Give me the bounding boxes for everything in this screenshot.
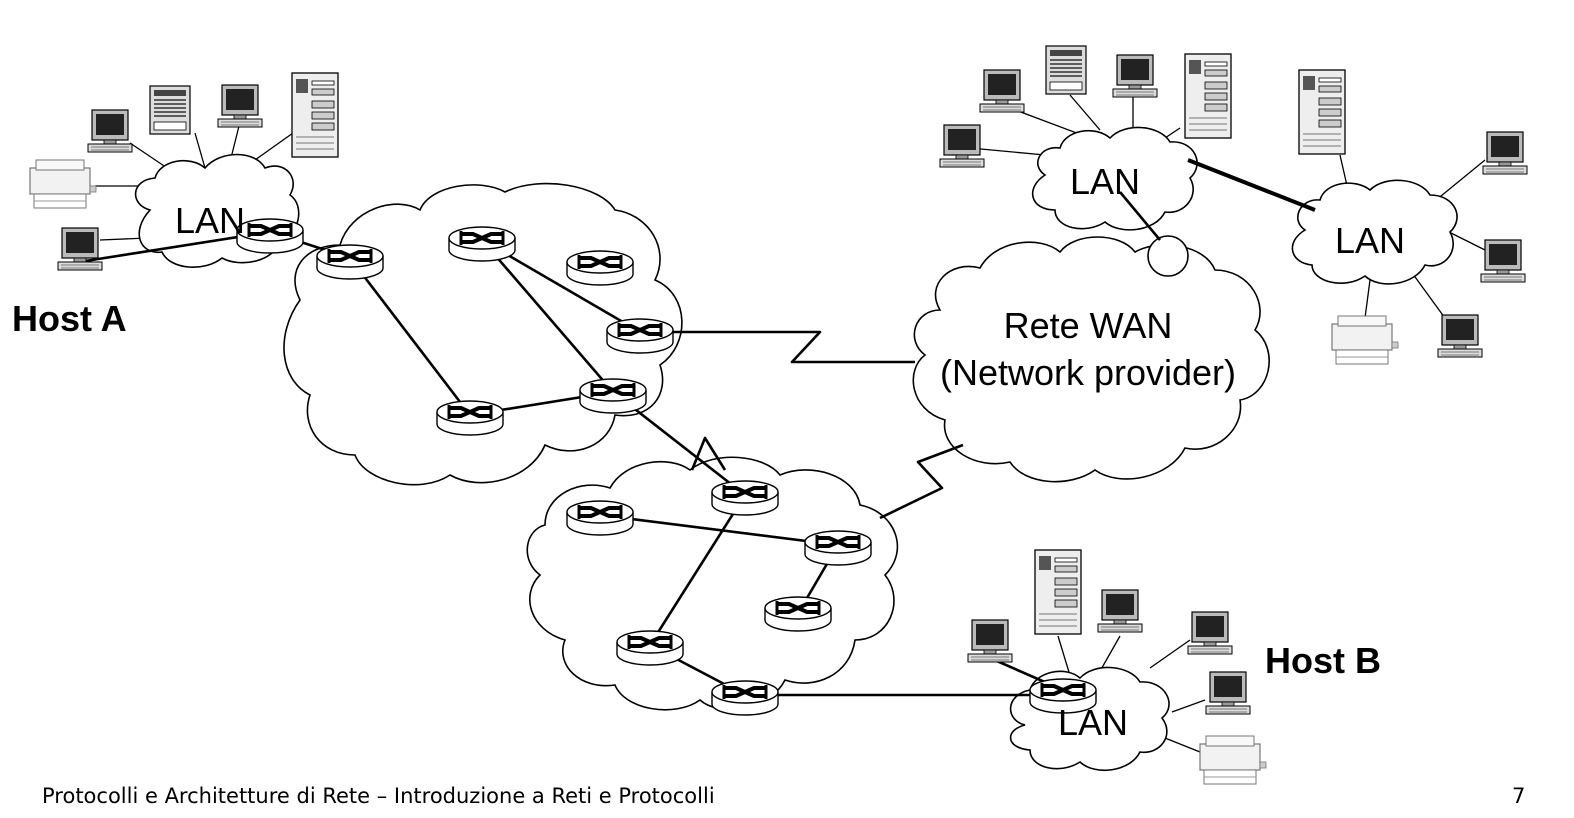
router-icon: [710, 479, 780, 517]
serial-link-wan-bottom: [879, 443, 964, 520]
router-icon: [803, 529, 873, 567]
workstation-icon: [1045, 45, 1087, 95]
lan-tr1-link: [1069, 94, 1101, 131]
link-hosta-router: [59, 230, 271, 267]
server-tower-icon: [1184, 53, 1232, 139]
lan-br-link: [1164, 737, 1201, 753]
printer-icon: [1199, 735, 1267, 785]
serial-link-wan: [640, 330, 915, 364]
lan-tr1-link: [1164, 127, 1181, 139]
host-a-label: Host A: [12, 298, 127, 339]
router-icon: [710, 679, 780, 717]
server-tower-icon: [1298, 69, 1346, 155]
server-tower-icon: [1034, 549, 1082, 635]
host-b-label: Host B: [1265, 640, 1381, 681]
lan-cloud-top-right-1: [1031, 126, 1198, 231]
lan-br-link: [1149, 639, 1191, 669]
footer-title: Protocolli e Architetture di Rete – Intr…: [42, 784, 715, 808]
lan-label: LAN: [1335, 220, 1405, 261]
workstation-icon: [1112, 54, 1158, 98]
printer-icon: [29, 159, 97, 209]
workstation-icon: [1205, 671, 1251, 715]
workstation-icon: [1187, 611, 1233, 655]
link-lan-lan: [1187, 158, 1316, 212]
workstation-icon: [979, 69, 1025, 113]
lan-br-link: [1171, 699, 1206, 713]
router-icon: [763, 595, 833, 633]
lan-tr2-link: [1364, 279, 1371, 319]
workstation-icon: [57, 227, 103, 271]
workstation-icon: [1482, 131, 1528, 175]
network-clouds: [134, 126, 1458, 771]
wan-label-line1: Rete WAN: [1004, 305, 1173, 346]
host-links: [95, 94, 1486, 753]
router-icon: [605, 317, 675, 355]
router-icon: [315, 243, 385, 281]
serial-link-core: [690, 436, 727, 471]
printer-icon: [1331, 315, 1399, 365]
link: [481, 239, 614, 393]
lan-tr1-link: [969, 147, 1046, 156]
link: [648, 494, 747, 646]
lan-tl-link: [194, 132, 206, 169]
workstation-icon: [1437, 314, 1483, 358]
lan-label: LAN: [175, 200, 245, 241]
lan-label: LAN: [1070, 161, 1140, 202]
lan-label: LAN: [1058, 702, 1128, 743]
router-icon: [615, 629, 685, 667]
workstation-icon: [939, 124, 985, 168]
link: [599, 513, 839, 547]
link-lan-wan: [1119, 191, 1161, 241]
workstation-icon: [1480, 239, 1526, 283]
lan-tr2-link: [1444, 229, 1486, 251]
router-icon: [447, 225, 517, 263]
workstation-icon: [87, 109, 133, 153]
workstation-icon: [149, 85, 191, 135]
router-icon: [435, 399, 505, 437]
page-number: 7: [1512, 784, 1526, 808]
workstation-icon: [967, 619, 1013, 663]
link: [348, 257, 472, 416]
router-icon: [235, 217, 305, 255]
lan-cloud-top-right-2: [1291, 179, 1458, 285]
router-icon: [565, 249, 635, 287]
server-tower-icon: [291, 72, 339, 158]
wan-cloud-bubble: [1147, 235, 1189, 277]
workstation-icon: [1097, 589, 1143, 633]
wan-label-line2: (Network provider): [940, 352, 1236, 393]
wan-cloud: [912, 236, 1270, 483]
router-icon: [578, 377, 648, 415]
router-icon: [565, 499, 635, 537]
workstation-icon: [217, 84, 263, 128]
